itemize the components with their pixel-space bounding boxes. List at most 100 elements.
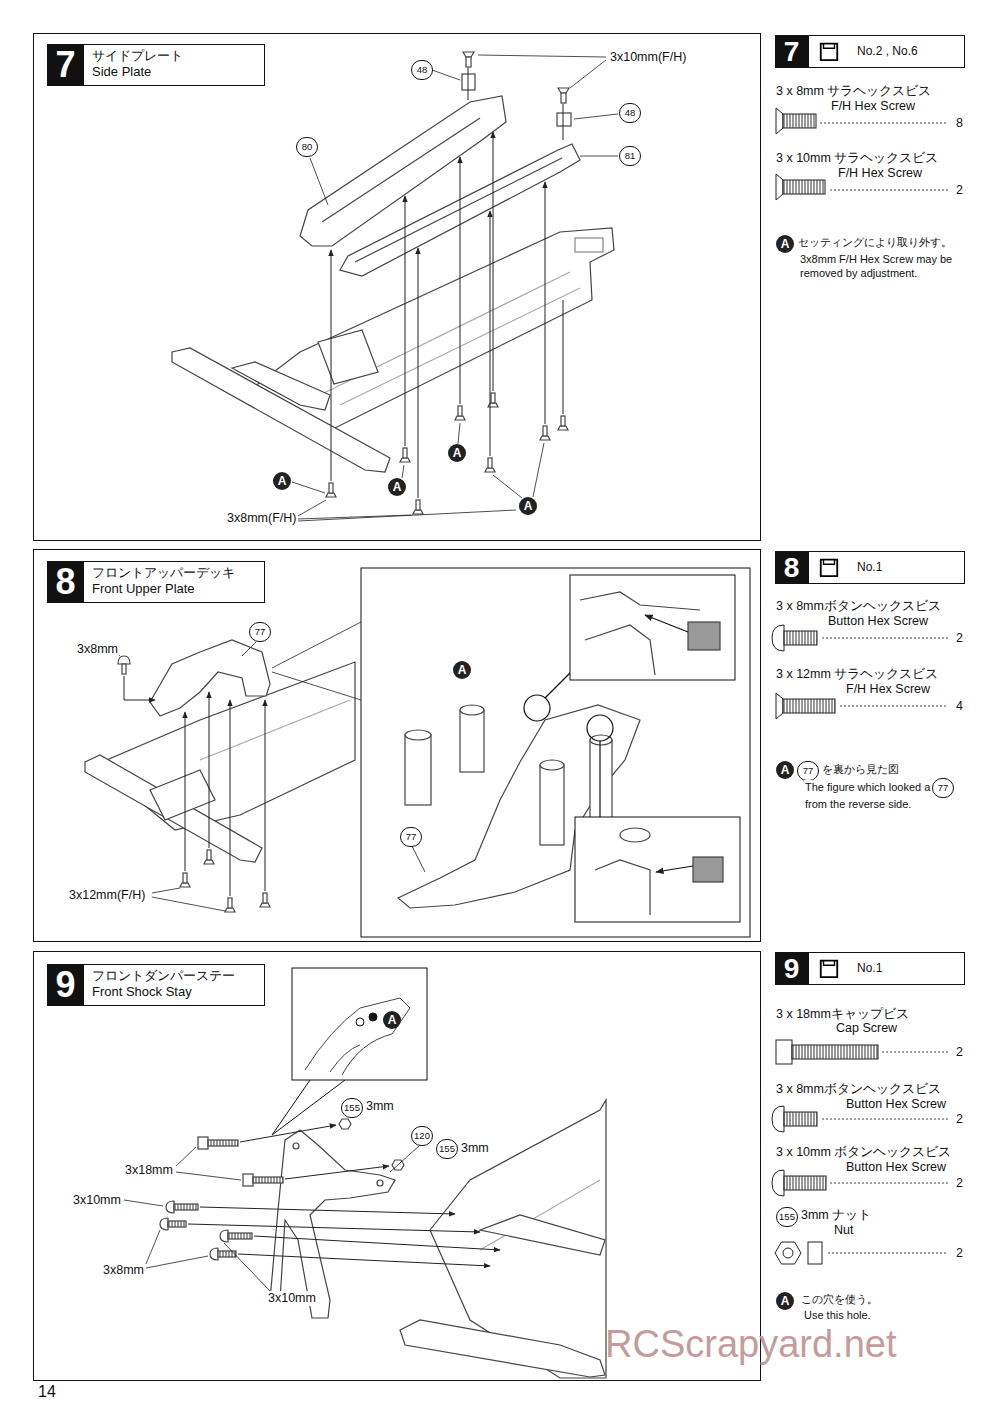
- part-label: 3x12mm(F/H): [68, 888, 146, 903]
- panel-frames: [34, 34, 761, 1381]
- part-label: 2: [955, 1112, 964, 1127]
- watermark: RCScrapyard.net: [605, 1322, 896, 1366]
- part-label: F/H Hex Screw: [830, 99, 916, 114]
- front-upper-plate-illustration: [85, 640, 355, 912]
- step-number: 7: [47, 44, 84, 86]
- step-title-text: フロントアッパーデッキ: [92, 565, 256, 581]
- callout-letter: A: [388, 478, 406, 496]
- part-label: 3 x 12mm サラヘックスビス: [775, 667, 939, 682]
- bag-number: No.1: [857, 953, 956, 984]
- part-label: F/H Hex Screw: [845, 682, 931, 697]
- step-title: 9フロントダンパーステーFront Shock Stay: [47, 964, 265, 1006]
- note-text: 3x8mm F/H Hex Screw may be removed by ad…: [799, 252, 969, 280]
- front-shock-stay-illustration: [160, 1100, 606, 1378]
- title-box: サイドプレートSide Plate: [84, 44, 265, 86]
- assembly-arrows: [331, 68, 563, 498]
- callout-number: 155: [341, 1098, 363, 1118]
- part-label: 3 x 10mm ボタンヘックスビス: [775, 1145, 952, 1160]
- note-text: セッティングにより取り外す。: [797, 235, 953, 249]
- part-label: 2: [955, 1045, 964, 1060]
- part-label: 3 x 8mmボタンヘックスビス: [775, 599, 942, 614]
- step-title: 7サイドプレートSide Plate: [47, 44, 265, 86]
- callout-number: 155: [776, 1207, 798, 1227]
- part-label: 4: [955, 699, 964, 714]
- part-label: 2: [955, 631, 964, 646]
- part-label: Button Hex Screw: [827, 614, 929, 629]
- part-label: 3x8mm: [102, 1263, 145, 1278]
- note-text: を裏から見た図: [821, 762, 900, 776]
- hole-inset: [272, 968, 427, 1135]
- bag-header: 8 No.1: [775, 551, 965, 584]
- note-text: from the reverse side.: [804, 797, 912, 811]
- bag-box: No.2 , No.6: [808, 35, 965, 68]
- assembly-arrows: [124, 676, 265, 896]
- part-label: 3x10mm(F/H): [609, 50, 687, 65]
- bag-number: No.1: [857, 552, 956, 583]
- bag-box: No.1: [808, 952, 965, 985]
- part-label: 3 x 10mm サラヘックスビス: [775, 151, 939, 166]
- callout-number: 120: [411, 1126, 433, 1146]
- note-text: この穴を使う。: [800, 1292, 879, 1306]
- step-number: 8: [47, 561, 84, 603]
- part-label: Nut: [833, 1223, 854, 1238]
- part-label: 3x8mm(F/H): [226, 511, 297, 526]
- callout-letter: A: [383, 1011, 401, 1029]
- part-label: 3 x 8mm サラヘックスビス: [775, 84, 932, 99]
- part-label: 3x18mm: [124, 1163, 174, 1178]
- title-box: フロントダンパーステーFront Shock Stay: [84, 964, 265, 1006]
- step-number: 7: [775, 35, 808, 68]
- part-label: Cap Screw: [835, 1021, 898, 1036]
- callout-letter: A: [453, 661, 471, 679]
- note-text: The figure which looked a: [804, 780, 931, 794]
- part-label: 3x10mm: [267, 1291, 317, 1306]
- step-title-text: Side Plate: [92, 64, 256, 80]
- part-label: 3x8mm: [76, 642, 119, 657]
- callout-number: 77: [400, 827, 422, 847]
- callout-number: 77: [249, 622, 271, 642]
- bag-header: 7 No.2 , No.6: [775, 35, 965, 68]
- callout-letter: A: [776, 1292, 794, 1310]
- callout-letter: A: [273, 472, 291, 490]
- callout-number: 80: [296, 137, 318, 157]
- callout-letter: A: [776, 761, 794, 779]
- callout-number: 48: [619, 103, 641, 123]
- part-label: F/H Hex Screw: [837, 166, 923, 181]
- step-title-text: Front Shock Stay: [92, 984, 256, 1000]
- step-number: 8: [775, 551, 808, 584]
- step-title-text: Front Upper Plate: [92, 581, 256, 597]
- callout-number: 48: [411, 60, 433, 80]
- bag-box: No.1: [808, 551, 965, 584]
- step-number: 9: [47, 964, 84, 1006]
- part-label: 3x10mm: [72, 1193, 122, 1208]
- part-label: 2: [955, 1176, 964, 1191]
- callout-number: 77: [797, 761, 819, 781]
- step-number: 9: [775, 952, 808, 985]
- step-title: 8フロントアッパーデッキFront Upper Plate: [47, 561, 265, 603]
- title-box: フロントアッパーデッキFront Upper Plate: [84, 561, 265, 603]
- leader-lines: [292, 55, 618, 521]
- part-label: 2: [955, 1246, 964, 1261]
- callout-number: 77: [932, 778, 954, 798]
- part-label: Button Hex Screw: [845, 1097, 947, 1112]
- part-label: 2: [955, 183, 964, 198]
- callout-letter: A: [448, 444, 466, 462]
- callout-letter: A: [519, 497, 537, 515]
- part-label: 3mm: [460, 1141, 490, 1156]
- bag-header: 9 No.1: [775, 952, 965, 985]
- part-label: 3 x 8mmボタンヘックスビス: [775, 1082, 942, 1097]
- bag-number: No.2 , No.6: [857, 36, 956, 67]
- underside-inset: [361, 568, 750, 937]
- part-label: 8: [955, 116, 964, 131]
- leader-lines: [124, 1146, 419, 1291]
- callout-number: 81: [619, 146, 641, 166]
- part-label: 3mm: [365, 1099, 395, 1114]
- step-title-text: フロントダンパーステー: [92, 968, 256, 984]
- side-plate-illustration: [172, 52, 614, 514]
- assembly-arrows: [188, 1125, 500, 1266]
- part-label: 3mm ナット: [800, 1208, 872, 1223]
- note-text: Use this hole.: [803, 1308, 872, 1322]
- leader-lines: [112, 622, 361, 911]
- page-number: 14: [38, 1383, 56, 1401]
